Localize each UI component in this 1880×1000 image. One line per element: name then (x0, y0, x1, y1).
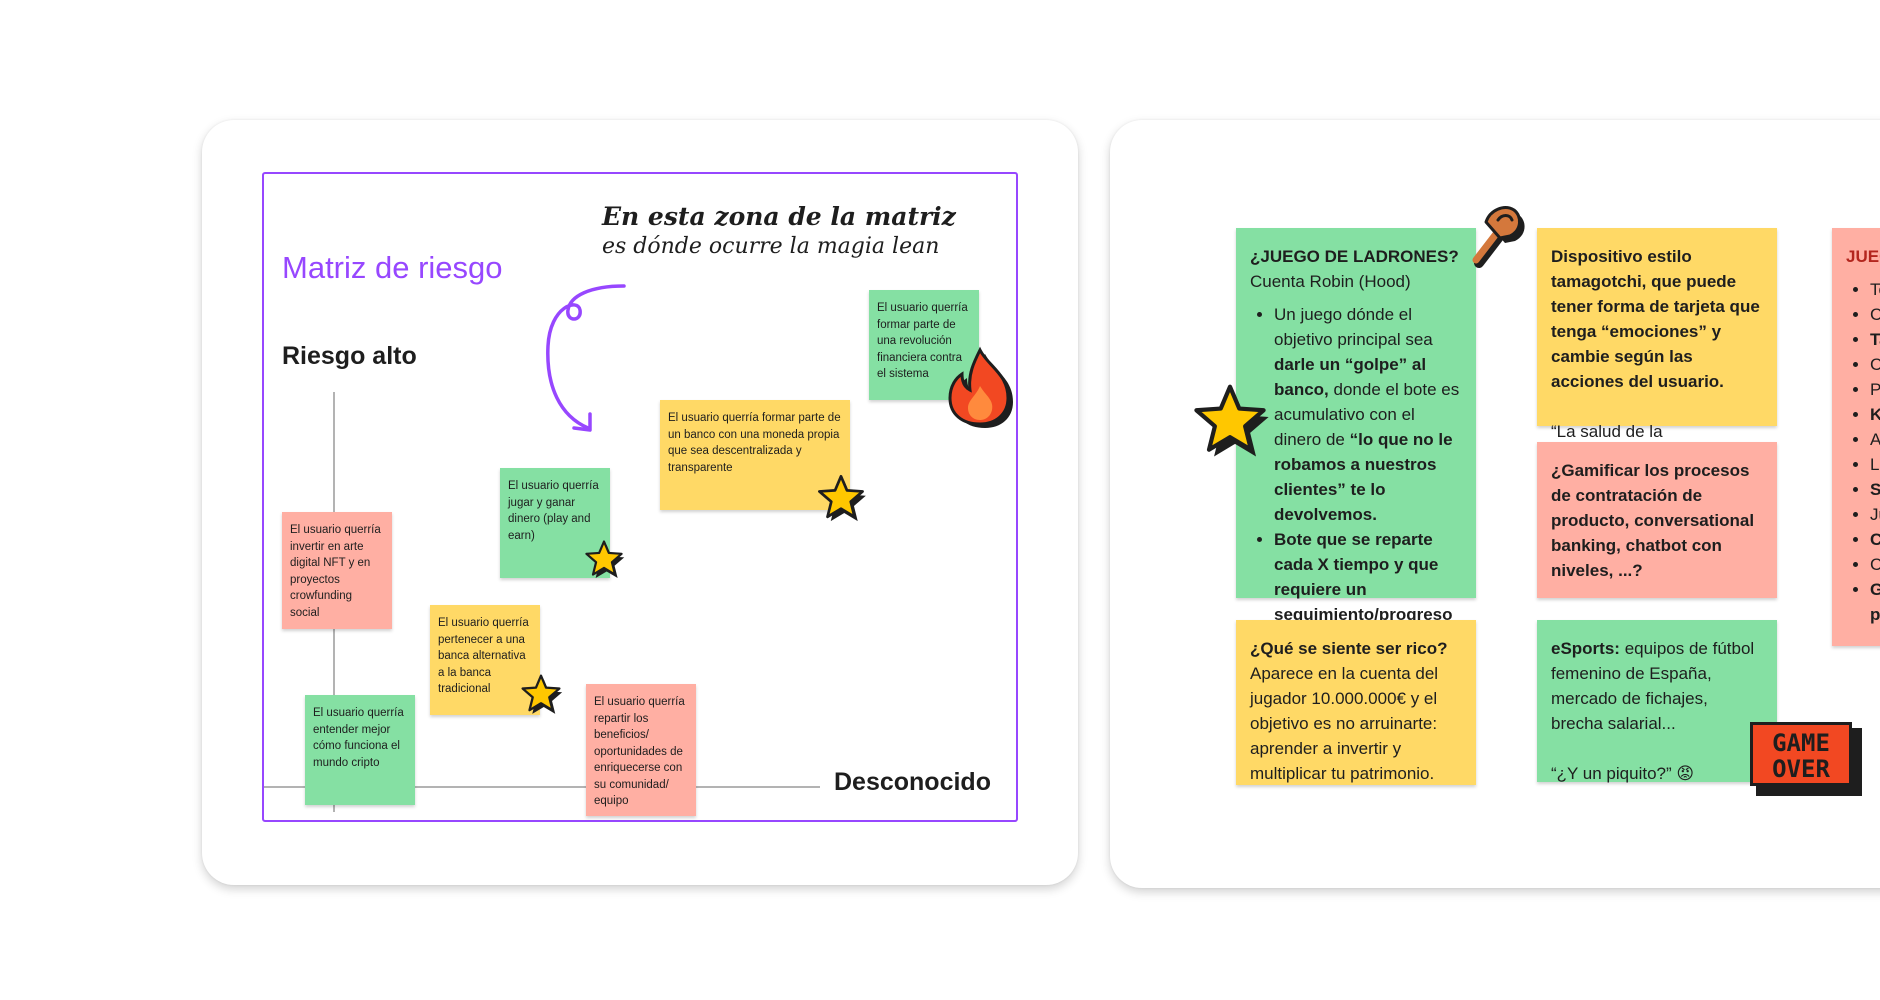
tamagotchi-title: Dispositivo estilo tamagotchi, que puede… (1551, 247, 1760, 391)
game-over-line-1: GAME (1772, 729, 1830, 757)
star-icon (518, 672, 564, 718)
game-over-sticker: GAME OVER (1750, 722, 1862, 796)
game-over-line-2: OVER (1772, 755, 1830, 783)
matrix-title: Matriz de riesgo (282, 250, 503, 285)
note-tamagotchi[interactable]: Dispositivo estilo tamagotchi, que puede… (1537, 228, 1777, 491)
ladrones-title: ¿JUEGO DE LADRONES? (1250, 247, 1459, 266)
star-icon (582, 538, 626, 582)
ladrones-bullet-1: Un juego dónde el objetivo principal sea… (1274, 302, 1462, 527)
note-juego-ladrones[interactable]: ¿JUEGO DE LADRONES? Cuenta Robin (Hood) … (1236, 228, 1476, 649)
axis-x-label: Desconocido (834, 768, 991, 796)
esports-quote: “¿Y un piquito?” 😡 (1551, 764, 1695, 783)
note-gamificar[interactable]: ¿Gamificar los procesos de contratación … (1537, 442, 1777, 598)
gamificar-title: ¿Gamificar los procesos de contratación … (1551, 461, 1755, 580)
partial-list: Te C Ta C P K A La S Ju C C G p (1846, 277, 1880, 627)
axis-y-label: Riesgo alto (282, 342, 417, 370)
note-beneficios[interactable]: El usuario querría repartir los benefici… (586, 684, 696, 816)
handwriting-line-2: es dónde ocurre la magia lean (602, 234, 940, 259)
ladrones-subtitle: Cuenta Robin (Hood) (1250, 272, 1411, 291)
star-icon (1188, 380, 1272, 464)
partial-title: JUEG (1846, 247, 1880, 266)
curved-arrow-icon (546, 284, 626, 432)
note-ser-rico[interactable]: ¿Qué se siente ser rico? Aparece en la c… (1236, 620, 1476, 785)
rico-body: Aparece en la cuenta del jugador 10.000.… (1250, 664, 1439, 783)
note-partial-juego[interactable]: JUEG Te C Ta C P K A La S Ju C C G p (1832, 228, 1880, 646)
fire-icon (948, 346, 1013, 428)
star-icon (814, 472, 868, 526)
note-nft[interactable]: El usuario querría invertir en arte digi… (282, 512, 392, 629)
matrix-frame[interactable] (262, 172, 1018, 822)
esports-title: eSports: (1551, 639, 1620, 658)
pin-icon (1472, 206, 1525, 268)
note-esports[interactable]: eSports: equipos de fútbol femenino de E… (1537, 620, 1777, 783)
ideas-board[interactable]: ¿JUEGO DE LADRONES? Cuenta Robin (Hood) … (1110, 120, 1880, 888)
note-alternativa[interactable]: El usuario querría pertenecer a una banc… (430, 605, 540, 715)
note-cripto[interactable]: El usuario querría entender mejor cómo f… (305, 695, 415, 805)
risk-matrix-board[interactable]: Matriz de riesgo Riesgo alto Desconocido… (202, 120, 1078, 885)
handwriting-line-1: En esta zona de la matriz (602, 202, 956, 231)
rico-title: ¿Qué se siente ser rico? (1250, 639, 1448, 658)
esports-body: equipos de fútbol femenino de España, me… (1551, 639, 1755, 733)
